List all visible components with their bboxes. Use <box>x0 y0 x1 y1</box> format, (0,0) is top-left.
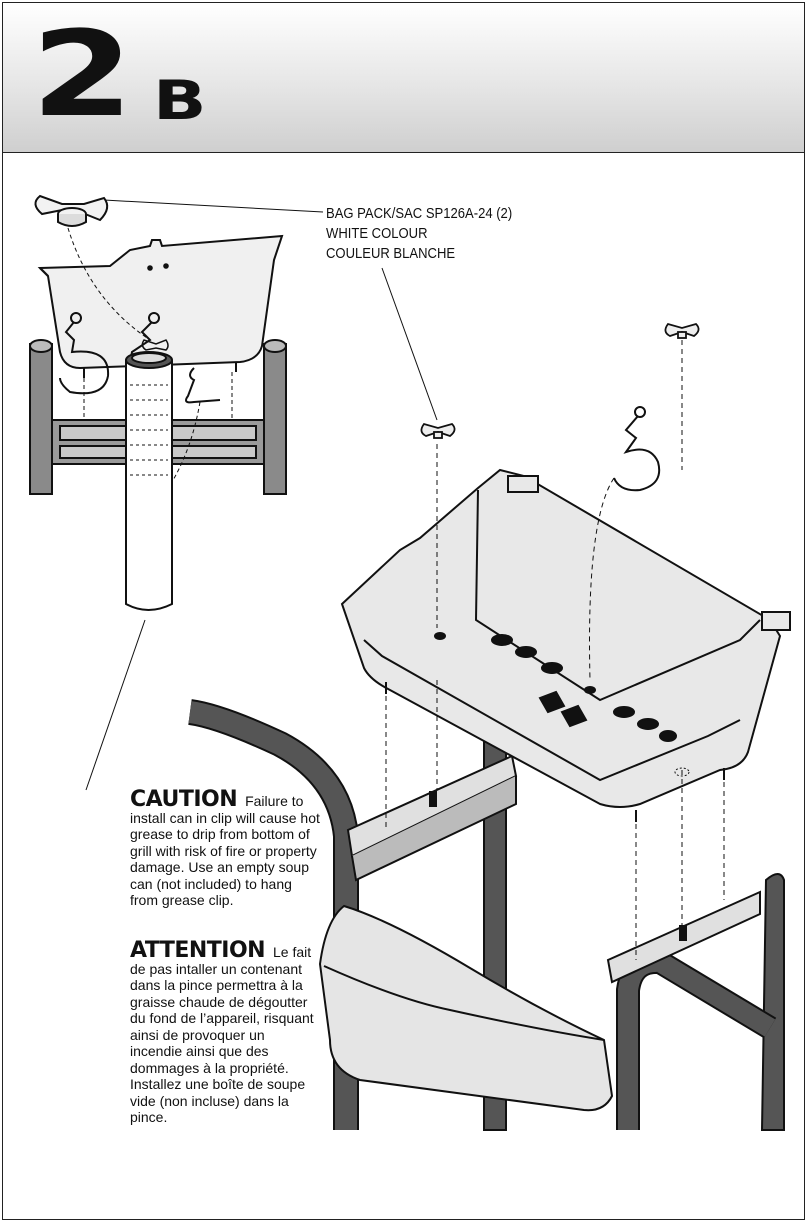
wing-nut-icon-left <box>420 422 456 439</box>
grease-clip-detail <box>185 367 221 404</box>
wing-nut-icon-right <box>664 322 700 339</box>
callout-leader-line <box>103 199 324 213</box>
callout-line-part: BAG PACK/SAC SP126A-24 (2) <box>326 206 513 222</box>
can-leader-line <box>85 619 146 791</box>
wing-nut-icon <box>34 194 109 227</box>
grease-clip-icon-main <box>613 406 661 492</box>
soup-can-icon <box>125 351 173 611</box>
caution-heading: CAUTION <box>130 787 238 812</box>
attention-text: Le fait de pas intaller un contenant dan… <box>130 944 314 1125</box>
attention-note: ATTENTION Le fait de pas intaller un con… <box>130 940 320 1126</box>
grease-clip-icon <box>59 312 110 395</box>
grill-frame-illustration <box>187 699 785 1131</box>
attention-heading: ATTENTION <box>130 938 266 963</box>
callout-line-colour: WHITE COLOUR <box>326 226 428 242</box>
step-header: 2 B <box>3 3 804 153</box>
callout-leader-line-lower <box>381 267 438 421</box>
grease-tray-illustration <box>37 234 284 378</box>
upper-tray-illustration <box>340 468 791 822</box>
caution-note: CAUTION Failure to install can in clip w… <box>130 789 320 909</box>
step-letter: B <box>153 69 207 132</box>
lower-tray-illustration <box>318 904 614 1112</box>
parts-callout: BAG PACK/SAC SP126A-24 (2) WHITE COLOUR … <box>326 204 512 264</box>
step-number: 2 <box>31 5 134 143</box>
caution-text: Failure to install can in clip will caus… <box>130 793 320 908</box>
callout-line-couleur: COULEUR BLANCHE <box>326 246 456 262</box>
